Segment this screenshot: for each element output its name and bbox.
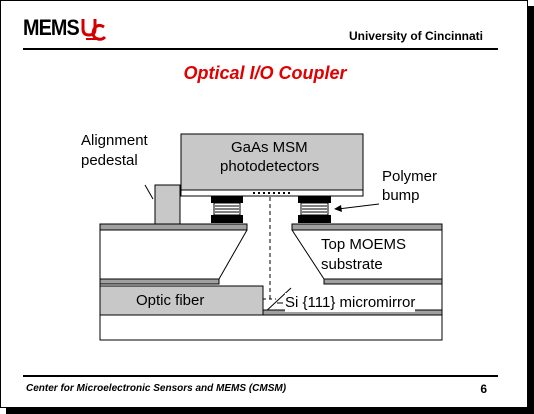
substrate-label-line2: substrate xyxy=(321,256,383,273)
alignment-pedestal xyxy=(154,184,181,225)
mid-layer-right xyxy=(323,278,443,285)
top-layer-right xyxy=(291,223,443,231)
polymer-pointer xyxy=(337,203,380,210)
chip-bottom-layer xyxy=(180,189,364,197)
slide-title: Optical I/O Coupler xyxy=(183,63,347,83)
top-layer-left xyxy=(99,223,248,231)
footer-center-name: Center for Microelectronic Sensors and M… xyxy=(26,383,287,394)
page-number: 6 xyxy=(480,382,487,396)
substrate-label-line1: Top MOEMS xyxy=(321,236,407,253)
coupler-diagram xyxy=(99,133,443,341)
polymer-bump-right xyxy=(298,196,331,223)
pedestal-pointer xyxy=(144,184,154,200)
polymer-label-line2: bump xyxy=(382,187,420,204)
footer-divider xyxy=(23,375,498,377)
polymer-bump-left xyxy=(211,196,243,223)
detector-label-line1: GaAs MSM xyxy=(231,139,308,156)
cavity-wall-left xyxy=(218,229,248,280)
uc-logo-icon xyxy=(81,19,106,41)
polymer-arrowhead xyxy=(334,205,342,212)
header-divider xyxy=(23,48,498,50)
detector-label-line2: photodetectors xyxy=(220,158,320,175)
slide-shadow-bottom xyxy=(6,408,534,414)
alignment-label-line1: Alignment xyxy=(81,132,148,149)
slide: MEMS University of Cincinnati Optical I/… xyxy=(0,0,528,408)
mirror-label: Si {111} micromirror xyxy=(285,293,416,312)
polymer-label-line1: Polymer xyxy=(382,168,438,185)
fiber-label: Optic fiber xyxy=(136,292,205,309)
institution-name: University of Cincinnati xyxy=(348,29,483,43)
alignment-label-line2: pedestal xyxy=(81,152,138,169)
slide-shadow-right xyxy=(528,6,534,414)
cavity-wall-right xyxy=(291,229,325,280)
optic-fiber xyxy=(99,285,264,316)
mems-logo: MEMS xyxy=(23,15,80,40)
mid-layer-left xyxy=(99,278,220,285)
